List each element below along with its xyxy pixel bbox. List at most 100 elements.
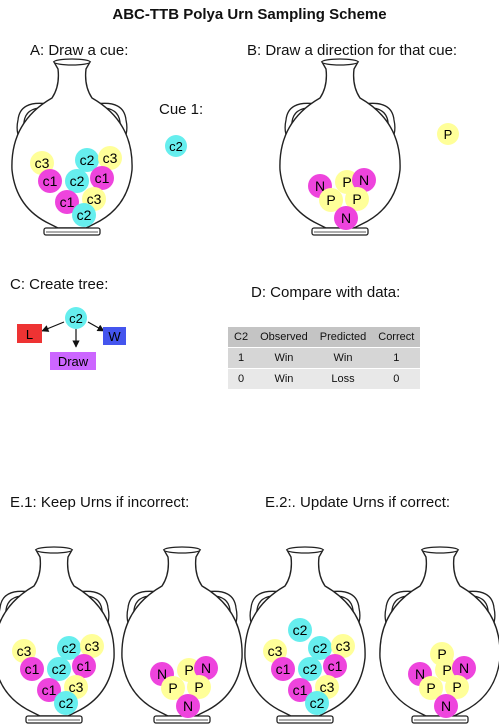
urn-ball: N <box>452 656 476 680</box>
urn-ball: P <box>345 187 369 211</box>
urn-ball: c1 <box>323 654 347 678</box>
urn-ball: c2 <box>57 636 81 660</box>
urn-ball: c1 <box>271 657 295 681</box>
tree-edge-right <box>87 321 105 332</box>
urn-ball-label: N <box>157 666 167 682</box>
table-row: 0 Win Loss 0 <box>228 368 421 390</box>
urn-ball: c3 <box>98 146 122 170</box>
urn-ball-label: c2 <box>52 661 67 677</box>
urn-ball-label: c3 <box>87 191 102 207</box>
urn-ball: c1 <box>38 169 62 193</box>
urn-ball-label: N <box>359 172 369 188</box>
urn-ball: c2 <box>305 691 329 715</box>
urn-foot <box>43 227 101 236</box>
urn-ball-label: P <box>452 679 461 695</box>
urn-lip <box>321 58 359 66</box>
urn-ball: P <box>161 676 185 700</box>
urn-ball: N <box>334 206 358 230</box>
tree-bottom-node <box>50 352 96 370</box>
table-header-cell: C2 <box>228 327 255 348</box>
urn-ball: N <box>434 694 458 718</box>
urn-foot <box>276 715 334 724</box>
tree-root-label: c2 <box>69 311 83 326</box>
panel-d-label: D: Compare with data: <box>251 284 401 301</box>
urn-foot <box>153 715 211 724</box>
tree-left-label: L <box>26 327 33 342</box>
urn-ball-label: c2 <box>59 695 74 711</box>
tree-right-node <box>103 327 126 345</box>
urn-ball-label: P <box>437 646 446 662</box>
urn-ball-label: N <box>459 660 469 676</box>
svg-text:P: P <box>444 127 453 142</box>
urn-ball: c1 <box>288 678 312 702</box>
urn-ball-label: c1 <box>25 661 40 677</box>
urn-ball-label: c1 <box>276 661 291 677</box>
urn-ball-label: N <box>201 660 211 676</box>
urn-ball: N <box>352 168 376 192</box>
urn-lip <box>286 546 324 554</box>
urn-ball: c2 <box>65 169 89 193</box>
urn-ball-label: c3 <box>268 643 283 659</box>
urn-ball: c2 <box>308 636 332 660</box>
urn-ball: c3 <box>30 151 54 175</box>
urn-ball-label: c3 <box>35 155 50 171</box>
urn-ball: P <box>445 675 469 699</box>
tree-right-label: W <box>108 329 121 344</box>
panel-c-label: C: Create tree: <box>10 276 109 293</box>
table-row: 1 Win Win 1 <box>228 347 421 369</box>
urn-ball: c3 <box>12 639 36 663</box>
urn-ball: P <box>187 675 211 699</box>
table-cell: Win <box>254 368 314 390</box>
urn-ball-label: c1 <box>95 170 110 186</box>
urn-ball-label: c1 <box>328 658 343 674</box>
urn-lip <box>35 546 73 554</box>
urn-ball-label: P <box>184 662 193 678</box>
urn-ball-label: c2 <box>303 661 318 677</box>
urn-ball-label: N <box>415 666 425 682</box>
urn-ball-label: c3 <box>336 638 351 654</box>
urn-ball: c2 <box>47 657 71 681</box>
urn-ball-label: c2 <box>293 622 308 638</box>
table-header-cell: Observed <box>254 327 314 348</box>
urn-ball: c1 <box>72 654 96 678</box>
urn-ball: c3 <box>331 634 355 658</box>
urn-ball-label: N <box>315 178 325 194</box>
panel-e1-label: E.1: Keep Urns if incorrect: <box>10 494 190 511</box>
urn-ball: c2 <box>72 203 96 227</box>
table-cell: 1 <box>228 347 255 369</box>
table-cell: 0 <box>228 368 255 390</box>
urn-ball-label: c2 <box>77 207 92 223</box>
urn-ball-label: c1 <box>42 682 57 698</box>
urn-ball: c1 <box>20 657 44 681</box>
panel-a-label: A: Draw a cue: <box>30 42 129 59</box>
urn-ball-label: c2 <box>70 173 85 189</box>
urn-ball: c2 <box>54 691 78 715</box>
tree-root-node <box>65 307 87 329</box>
table-header-cell: Correct <box>372 327 421 348</box>
urn-ball-label: P <box>194 679 203 695</box>
urn-foot <box>411 715 469 724</box>
urn-ball-label: P <box>326 192 335 208</box>
urn-ball-label: c2 <box>80 152 95 168</box>
table-cell: 1 <box>372 347 421 369</box>
urn-ball: P <box>419 676 443 700</box>
urn-ball: c1 <box>90 166 114 190</box>
figure-title: ABC-TTB Polya Urn Sampling Scheme <box>112 6 387 23</box>
urn-ball: N <box>194 656 218 680</box>
urn-ball: c1 <box>55 190 79 214</box>
urn-foot <box>311 227 369 236</box>
urn-ball-label: P <box>352 191 361 207</box>
urn-ball-label: c3 <box>69 679 84 695</box>
urn-ball-label: c2 <box>313 640 328 656</box>
urn-ball-label: c3 <box>320 679 335 695</box>
table-cell: Loss <box>313 368 373 390</box>
tree-bottom-label: Draw <box>58 354 89 369</box>
urn-ball-label: c1 <box>60 194 75 210</box>
urn-foot <box>25 715 83 724</box>
urn-ball-label: c1 <box>293 682 308 698</box>
urn-ball: c3 <box>80 634 104 658</box>
